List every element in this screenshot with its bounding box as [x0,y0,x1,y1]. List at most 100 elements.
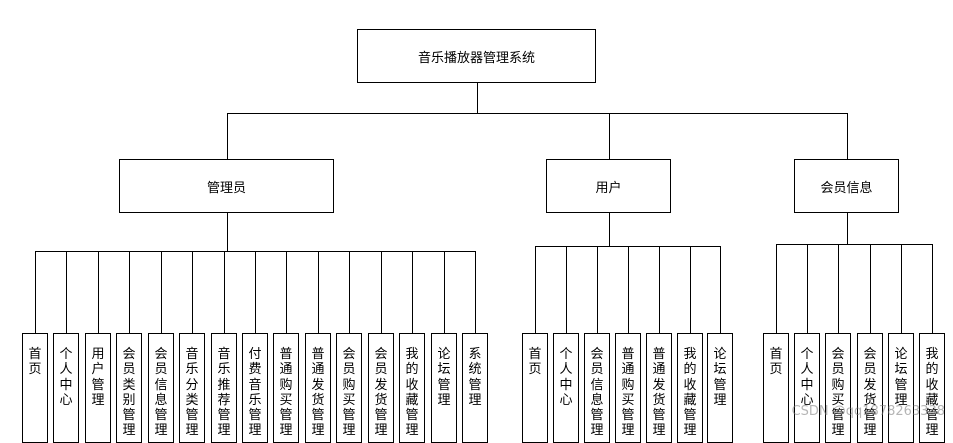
leaf-node-label: 会 员 购 买 管 理 [831,347,845,439]
leaf-node: 会 员 发 货 管 理 [368,333,394,443]
connector-line [659,246,660,333]
leaf-node: 音 乐 分 类 管 理 [179,333,205,443]
leaf-node-label: 论 坛 管 理 [437,347,451,408]
connector-line [628,246,629,333]
root-node-label: 音乐播放器管理系统 [417,50,535,66]
leaf-node: 个 人 中 心 [53,333,79,443]
leaf-node-label: 普 通 发 货 管 理 [311,347,325,439]
leaf-node: 个 人 中 心 [553,333,579,443]
connector-line [224,251,225,333]
leaf-node: 会 员 信 息 管 理 [148,333,174,443]
leaf-node-label: 个 人 中 心 [559,347,573,408]
leaf-node-label: 会 员 发 货 管 理 [374,347,388,439]
leaf-node: 首 页 [522,333,548,443]
leaf-node-label: 个 人 中 心 [800,347,814,408]
group-node-0-label: 管理员 [206,180,246,196]
connector-line [444,251,445,333]
connector-line [161,251,162,333]
leaf-node: 会 员 类 别 管 理 [116,333,142,443]
group-node-2-label: 会员信息 [820,180,873,196]
leaf-node: 论 坛 管 理 [707,333,733,443]
connector-line [477,83,478,113]
leaf-node: 会 员 信 息 管 理 [584,333,610,443]
leaf-node: 付 费 音 乐 管 理 [242,333,268,443]
leaf-node-label: 论 坛 管 理 [894,347,908,408]
connector-line [870,244,871,333]
connector-line [847,113,848,159]
leaf-node: 首 页 [22,333,48,443]
leaf-node-label: 首 页 [28,347,42,378]
leaf-node-label: 普 通 购 买 管 理 [279,347,293,439]
leaf-node-label: 论 坛 管 理 [713,347,727,408]
leaf-node: 音 乐 推 荐 管 理 [211,333,237,443]
connector-line [776,244,933,245]
group-node-1: 用户 [546,159,671,213]
leaf-node: 我 的 收 藏 管 理 [399,333,425,443]
leaf-node-label: 我 的 收 藏 管 理 [405,347,419,439]
connector-line [776,244,777,333]
leaf-node-label: 会 员 信 息 管 理 [590,347,604,439]
leaf-node: 用 户 管 理 [85,333,111,443]
connector-line [566,246,567,333]
leaf-node-label: 普 通 发 货 管 理 [652,347,666,439]
connector-line [609,113,610,159]
leaf-node-label: 会 员 类 别 管 理 [122,347,136,439]
leaf-node-label: 会 员 购 买 管 理 [342,347,356,439]
leaf-node-label: 个 人 中 心 [59,347,73,408]
leaf-node-label: 会 员 信 息 管 理 [154,347,168,439]
connector-line [847,213,848,244]
connector-line [381,251,382,333]
leaf-node-label: 我 的 收 藏 管 理 [925,347,939,439]
connector-line [129,251,130,333]
connector-line [690,246,691,333]
connector-line [227,213,228,251]
leaf-node-label: 付 费 音 乐 管 理 [248,347,262,439]
group-node-1-label: 用户 [595,180,622,196]
leaf-node: 普 通 购 买 管 理 [615,333,641,443]
connector-line [66,251,67,333]
connector-line [318,251,319,333]
leaf-node: 普 通 购 买 管 理 [273,333,299,443]
connector-line [227,113,228,159]
leaf-node-label: 普 通 购 买 管 理 [621,347,635,439]
connector-line [286,251,287,333]
leaf-node: 会 员 购 买 管 理 [336,333,362,443]
leaf-node: 系 统 管 理 [462,333,488,443]
connector-line [255,251,256,333]
root-node: 音乐播放器管理系统 [357,29,596,83]
connector-line [535,246,536,333]
connector-line [609,213,610,246]
connector-line [932,244,933,333]
connector-line [597,246,598,333]
connector-line [227,113,848,114]
connector-line [349,251,350,333]
leaf-node-label: 音 乐 分 类 管 理 [185,347,199,439]
leaf-node: 会 员 发 货 管 理 [857,333,883,443]
leaf-node: 我 的 收 藏 管 理 [919,333,945,443]
connector-line [901,244,902,333]
leaf-node: 论 坛 管 理 [888,333,914,443]
leaf-node: 普 通 发 货 管 理 [305,333,331,443]
connector-line [838,244,839,333]
leaf-node-label: 音 乐 推 荐 管 理 [217,347,231,439]
connector-line [412,251,413,333]
leaf-node-label: 会 员 发 货 管 理 [863,347,877,439]
connector-line [98,251,99,333]
leaf-node: 我 的 收 藏 管 理 [677,333,703,443]
group-node-2: 会员信息 [794,159,899,213]
group-node-0: 管理员 [119,159,334,213]
connector-line [192,251,193,333]
connector-line [720,246,721,333]
connector-line [35,251,36,333]
leaf-node-label: 首 页 [769,347,783,378]
connector-line [475,251,476,333]
leaf-node: 论 坛 管 理 [431,333,457,443]
leaf-node: 首 页 [763,333,789,443]
leaf-node: 普 通 发 货 管 理 [646,333,672,443]
leaf-node-label: 首 页 [528,347,542,378]
connector-line [807,244,808,333]
watermark: CSDN @qq1878263338 [791,404,945,419]
leaf-node-label: 系 统 管 理 [468,347,482,408]
leaf-node: 个 人 中 心 [794,333,820,443]
leaf-node: 会 员 购 买 管 理 [825,333,851,443]
